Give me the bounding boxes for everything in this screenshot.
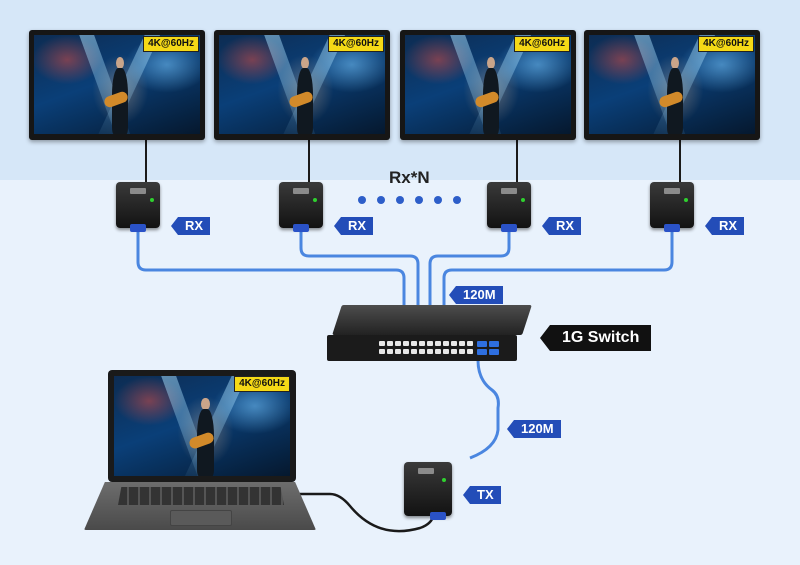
- concert-screen: [114, 376, 290, 476]
- rx-receiver-4: [650, 182, 694, 232]
- rx-receiver-3: [487, 182, 531, 232]
- monitor-2: 4K@60Hz: [214, 30, 390, 140]
- cable-length-label-bottom: 120M: [507, 420, 561, 438]
- laptop-touchpad: [170, 510, 232, 526]
- rx-label-2: RX: [333, 217, 374, 235]
- resolution-badge: 4K@60Hz: [234, 376, 290, 392]
- guitarist-figure: [474, 56, 501, 134]
- network-cables: [136, 232, 674, 460]
- guitarist-figure: [187, 398, 216, 476]
- rx2-network-cable: [299, 232, 420, 310]
- network-switch: [327, 305, 532, 361]
- rx4-network-cable: [442, 232, 674, 310]
- monitor-3: 4K@60Hz: [400, 30, 576, 140]
- laptop-hdmi-cable: [292, 492, 436, 533]
- tx-transmitter: [404, 462, 452, 520]
- laptop-keyboard: [118, 487, 284, 505]
- monitor-1: 4K@60Hz: [29, 30, 205, 140]
- guitarist-figure: [288, 56, 315, 134]
- rx-label-4: RX: [704, 217, 745, 235]
- rx1-network-cable: [136, 232, 406, 310]
- switch-label: 1G Switch: [539, 325, 652, 351]
- rx-receiver-2: [279, 182, 323, 232]
- resolution-badge: 4K@60Hz: [514, 36, 570, 52]
- display-cables: [145, 140, 681, 182]
- rx-label-3: RX: [541, 217, 582, 235]
- receiver-count-label: Rx*N: [389, 168, 430, 187]
- monitor-4: 4K@60Hz: [584, 30, 760, 140]
- resolution-badge: 4K@60Hz: [143, 36, 199, 52]
- resolution-badge: 4K@60Hz: [328, 36, 384, 52]
- switch-front-panel: [327, 335, 517, 361]
- switch-tx-network-cable: [469, 359, 500, 460]
- cable-length-label-top: 120M: [449, 286, 503, 304]
- guitarist-figure: [658, 56, 685, 134]
- rx-label-1: RX: [170, 217, 211, 235]
- rx-receiver-1: [116, 182, 160, 232]
- resolution-badge: 4K@60Hz: [698, 36, 754, 52]
- laptop-screen: 4K@60Hz: [108, 370, 296, 482]
- tx-label: TX: [463, 486, 501, 504]
- concert-screen: [34, 35, 200, 134]
- rx3-network-cable: [428, 232, 511, 310]
- guitarist-figure: [103, 56, 130, 134]
